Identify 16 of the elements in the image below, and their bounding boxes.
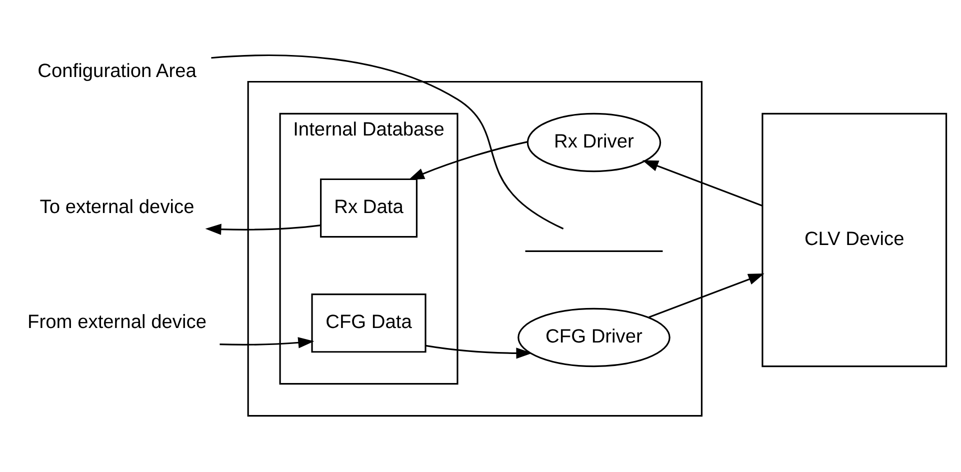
node-text: To external device: [40, 196, 194, 218]
node-box: CLV Device: [762, 112, 948, 368]
node-text: Configuration Area: [38, 61, 196, 82]
node-bracket: [525, 250, 663, 252]
arrow: [426, 344, 532, 359]
node-box: CFG Data: [311, 294, 426, 353]
connector: [211, 54, 564, 230]
cluster: [247, 80, 703, 417]
arrow: [205, 224, 321, 235]
arrow: [408, 141, 528, 180]
node-ellipse: CFG Driver: [518, 308, 670, 368]
arrow: [648, 274, 764, 318]
node-box: Rx Data: [320, 178, 418, 238]
arrow: [642, 160, 763, 206]
node-text: From external device: [28, 312, 207, 334]
arrow: [220, 337, 314, 348]
